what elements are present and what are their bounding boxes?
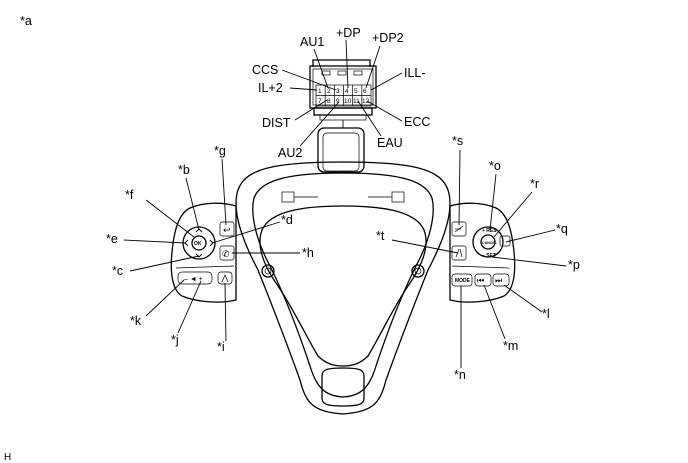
phone-icon: ✆ [222,249,230,259]
figure-code: H [4,452,11,463]
volume-switch[interactable] [177,271,213,285]
seek-up-button[interactable] [492,273,510,287]
res-label: + RES [482,228,497,234]
callout-p: *p [568,258,580,272]
voice-button[interactable] [217,271,233,285]
callout-k: *k [130,314,142,328]
label-eau: EAU [377,136,403,150]
volume-label: – ◄ + [184,276,203,283]
callout-t: *t [376,229,385,243]
pin-number: 6 [363,88,367,95]
pin-number: 2 [327,88,331,95]
pin-number: 4 [345,88,349,95]
lane-trace-button[interactable] [451,245,467,261]
back-button[interactable] [219,221,235,237]
pin-number: 3 [336,88,340,95]
callout-n: *n [454,368,466,382]
pin-row-bottom: 7 8 9 10 11 12 [318,98,370,105]
mode-button[interactable] [451,273,473,287]
mode-button-label: MODE [455,278,471,284]
callout-h: *h [302,246,314,260]
label-dp2: +DP2 [372,31,404,45]
callout-j: *j [171,333,179,347]
label-dp: +DP [336,26,361,40]
connector: 1 2 3 4 5 6 7 8 9 10 11 12 [309,59,377,128]
callout-r: *r [530,177,539,191]
label-au2: AU2 [278,146,302,160]
pin-number: 9 [336,98,340,105]
set-label: – SET [482,253,496,259]
label-ill-minus: ILL- [404,66,426,80]
distance-icon [454,225,464,233]
right-steering-switch: CANCEL + RES – SET MODE ⏮ ⏭ [449,202,516,303]
back-icon: ↩ [223,225,231,235]
steering-wheel [235,127,451,415]
label-il-plus2: IL+2 [258,81,283,95]
callout-i: *i [217,340,225,354]
connector-labels: AU1 +DP +DP2 CCS ILL- IL+2 DIST ECC AU2 … [252,26,430,160]
seek-up-icon: ⏭ [495,276,502,285]
pin-number: 10 [344,98,352,105]
cruise-control-switch[interactable] [472,226,504,258]
callout-b: *b [178,163,190,177]
callout-e: *e [106,232,118,246]
figure-tag: *a [20,14,32,28]
pin-number: 7 [318,98,322,105]
ok-button-label: OK [194,241,202,247]
cancel-button-label: CANCEL [482,241,498,245]
callout-f: *f [125,188,134,202]
seek-down-icon: ⏮ [477,276,484,285]
callout-s: *s [452,134,463,148]
callout-q: *q [556,222,568,236]
callout-d: *d [281,213,293,227]
seek-down-button[interactable] [474,273,492,287]
left-steering-switch: OK ↩ ✆ – ◄ + [170,202,237,303]
pin-number: 11 [353,98,360,105]
label-ecc: ECC [404,115,430,129]
callouts: *b *f *g *e *d *c *h *k *j *i *s *o *r *… [106,134,580,382]
label-ccs: CCS [252,63,278,77]
pin-number: 5 [354,88,358,95]
ok-button[interactable] [191,235,207,251]
label-dist: DIST [262,116,291,130]
callout-c: *c [112,264,123,278]
voice-icon [221,274,229,283]
pin-number: 12 [362,98,370,105]
pin-number: 1 [318,88,322,95]
callout-g: *g [214,144,226,158]
label-au1: AU1 [300,35,324,49]
pin-row-top: 1 2 3 4 5 6 [318,88,367,95]
callout-l: *l [542,307,550,321]
cancel-button[interactable] [480,234,496,250]
callout-o: *o [489,159,501,173]
chevron-down-icon [195,253,203,258]
pin-number: 8 [327,98,331,105]
callout-m: *m [503,339,518,353]
